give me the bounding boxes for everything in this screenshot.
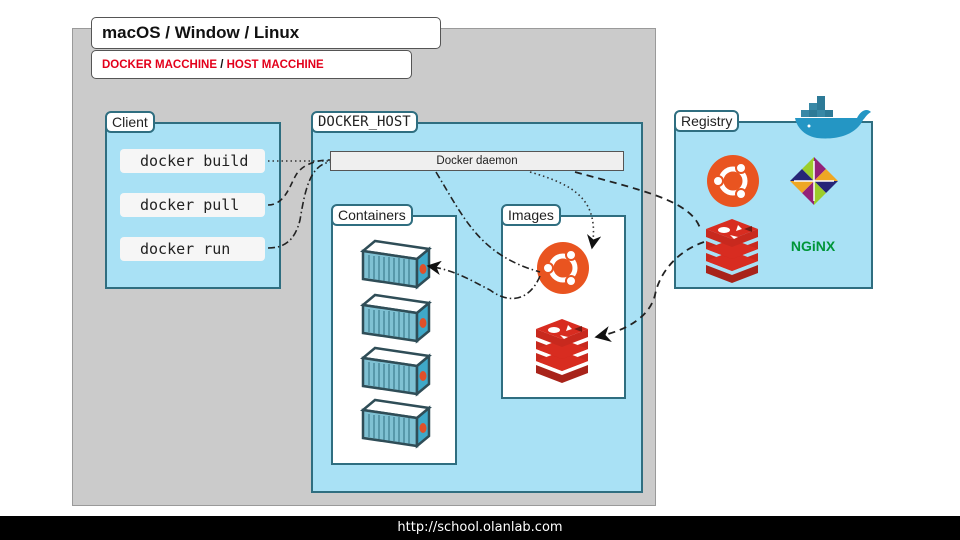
docker-host-label: DOCKER_HOST	[311, 111, 418, 133]
host-machine-label: HOST MACCHINE	[226, 59, 324, 71]
container-icon	[361, 293, 431, 343]
container-icon	[361, 346, 431, 396]
docker-whale-logo	[795, 96, 871, 139]
pull-connection	[267, 159, 331, 206]
images-label: Images	[501, 204, 561, 226]
footer-url[interactable]: http://school.olanlab.com	[397, 520, 563, 535]
registry-ubuntu-icon	[707, 155, 759, 207]
docker-daemon-bar: Docker daemon	[330, 151, 624, 171]
daemon-to-registry-connection	[574, 171, 701, 229]
registry-redis-icon	[706, 219, 758, 283]
docker-pull-command[interactable]: docker pull	[120, 193, 265, 217]
os-title-box: macOS / Window / Linux	[91, 17, 441, 49]
docker-run-command[interactable]: docker run	[120, 237, 265, 261]
containers-label: Containers	[331, 204, 413, 226]
run-container-arrow	[426, 260, 541, 300]
container-icon	[361, 239, 431, 289]
daemon-to-ubuntu-connection	[435, 171, 541, 273]
registry-label: Registry	[674, 110, 740, 132]
registry-centos-icon	[790, 157, 838, 205]
machine-subtitle-box: DOCKER MACCHINE / HOST MACCHINE	[91, 50, 412, 79]
docker-machine-label: DOCKER MACCHINE	[102, 59, 217, 71]
client-label: Client	[105, 111, 155, 133]
redis-image-icon	[536, 319, 588, 383]
build-image-arrow	[529, 171, 602, 250]
footer-bar: http://school.olanlab.com	[0, 516, 960, 540]
container-icon	[361, 398, 431, 448]
os-title: macOS / Window / Linux	[102, 23, 300, 42]
docker-build-command[interactable]: docker build	[120, 149, 265, 173]
registry-nginx-logo: NGiNX	[791, 238, 836, 254]
ubuntu-image-icon	[537, 242, 589, 294]
pull-image-arrow	[594, 241, 705, 342]
subtitle-separator: /	[217, 59, 227, 71]
run-connection	[267, 161, 331, 249]
